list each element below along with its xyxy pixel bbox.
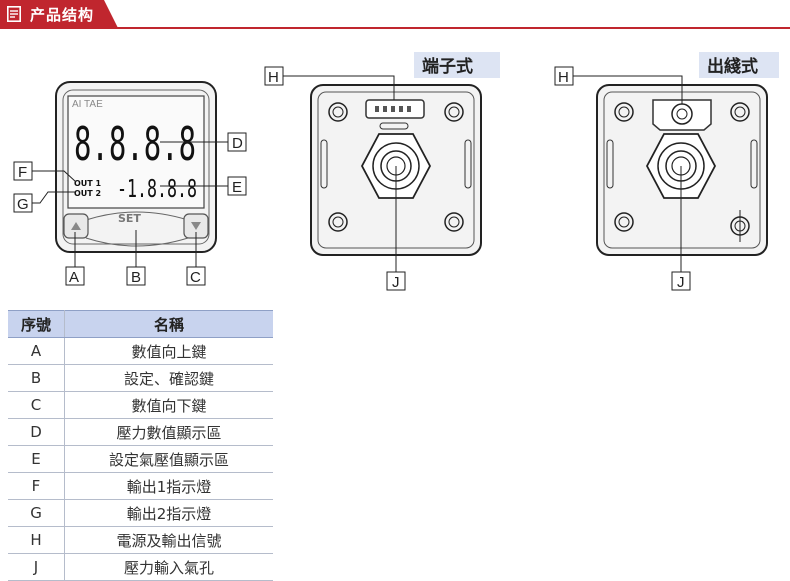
row-index: B xyxy=(8,364,65,392)
set-button-label: SET xyxy=(118,212,141,225)
row-name: 數值向下鍵 xyxy=(64,391,273,419)
callout-D: D xyxy=(227,132,247,152)
view-label-terminal-bg xyxy=(414,52,500,78)
callout-J-wired: J xyxy=(671,271,691,291)
callout-A: A xyxy=(65,266,85,286)
svg-text:H: H xyxy=(558,69,569,86)
out2-indicator: OUT 2 xyxy=(74,189,101,198)
callout-E: E xyxy=(227,176,247,196)
row-index: E xyxy=(8,445,65,473)
callout-B: B xyxy=(126,266,146,286)
svg-text:D: D xyxy=(232,135,243,152)
row-index: F xyxy=(8,472,65,500)
rear-view-terminal xyxy=(283,75,482,272)
row-name: 設定、確認鍵 xyxy=(64,364,273,392)
header-rule xyxy=(0,27,790,29)
legend-header-name: 名稱 xyxy=(64,310,273,338)
document-icon xyxy=(7,6,21,22)
row-name: 壓力數值顯示區 xyxy=(64,418,273,446)
legend-header-index: 序號 xyxy=(8,310,65,338)
row-index: D xyxy=(8,418,65,446)
rear-view-wired xyxy=(573,75,768,272)
callout-C: C xyxy=(186,266,206,286)
callout-F: F xyxy=(13,161,33,181)
callout-H-terminal: H xyxy=(264,66,284,86)
row-index: A xyxy=(8,337,65,365)
svg-text:A: A xyxy=(69,269,79,286)
legend-header-row: 序號 名稱 xyxy=(8,310,273,338)
row-name: 電源及輸出信號 xyxy=(64,526,273,554)
callout-H-wired: H xyxy=(554,66,574,86)
up-arrow-icon xyxy=(71,222,81,230)
row-name: 輸出1指示燈 xyxy=(64,472,273,500)
view-label-terminal: 端子式 xyxy=(422,56,473,77)
brand-label: AI TAE xyxy=(72,99,103,110)
row-name: 輸出2指示燈 xyxy=(64,499,273,527)
front-panel: AI TAE 8.8.8.8 OUT 1 OUT 2 -1.8.8.8 SET xyxy=(55,81,217,253)
product-structure-diagram: AI TAE 8.8.8.8 OUT 1 OUT 2 -1.8.8.8 SET … xyxy=(13,52,779,291)
svg-text:J: J xyxy=(392,274,400,291)
section-header-tab xyxy=(0,0,118,28)
row-index: H xyxy=(8,526,65,554)
svg-text:B: B xyxy=(131,269,141,286)
row-index: G xyxy=(8,499,65,527)
out1-indicator: OUT 1 xyxy=(74,179,102,188)
callout-G: G xyxy=(13,193,33,213)
section-title: 产品结构 xyxy=(30,6,95,24)
view-label-wired: 出綫式 xyxy=(707,56,758,77)
svg-text:C: C xyxy=(190,269,201,286)
callout-J-terminal: J xyxy=(386,271,406,291)
row-name: 壓力輸入氣孔 xyxy=(64,553,273,581)
svg-text:E: E xyxy=(232,179,242,196)
row-index: C xyxy=(8,391,65,419)
row-index: J xyxy=(8,553,65,581)
row-name: 設定氣壓值顯示區 xyxy=(64,445,273,473)
svg-text:J: J xyxy=(677,274,685,291)
down-arrow-icon xyxy=(191,222,201,230)
row-name: 數值向上鍵 xyxy=(64,337,273,365)
sub-display-digits: -1.8.8.8 xyxy=(117,174,197,203)
main-display-digits: 8.8.8.8 xyxy=(74,117,196,171)
svg-text:H: H xyxy=(268,69,279,86)
cable-gland xyxy=(652,99,712,131)
svg-text:F: F xyxy=(18,164,27,181)
svg-text:G: G xyxy=(17,196,29,213)
front-callouts xyxy=(32,141,228,267)
view-label-wired-bg xyxy=(699,52,779,78)
